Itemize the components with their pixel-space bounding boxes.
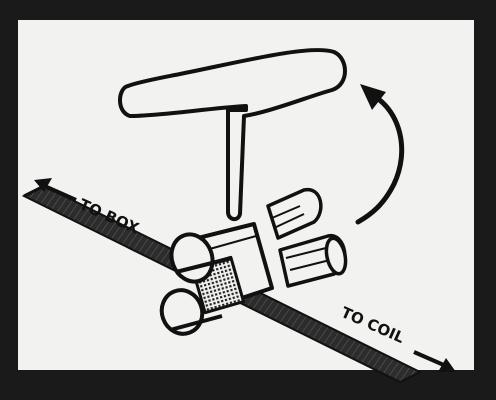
to-coil-arrow-icon: [414, 352, 456, 372]
connector-clamp: [156, 224, 272, 340]
rotation-arrow-icon: [358, 84, 402, 222]
swing-tab-lower: [280, 236, 349, 286]
caption-text: [4, 385, 492, 397]
swing-tab-upper: [268, 190, 321, 238]
